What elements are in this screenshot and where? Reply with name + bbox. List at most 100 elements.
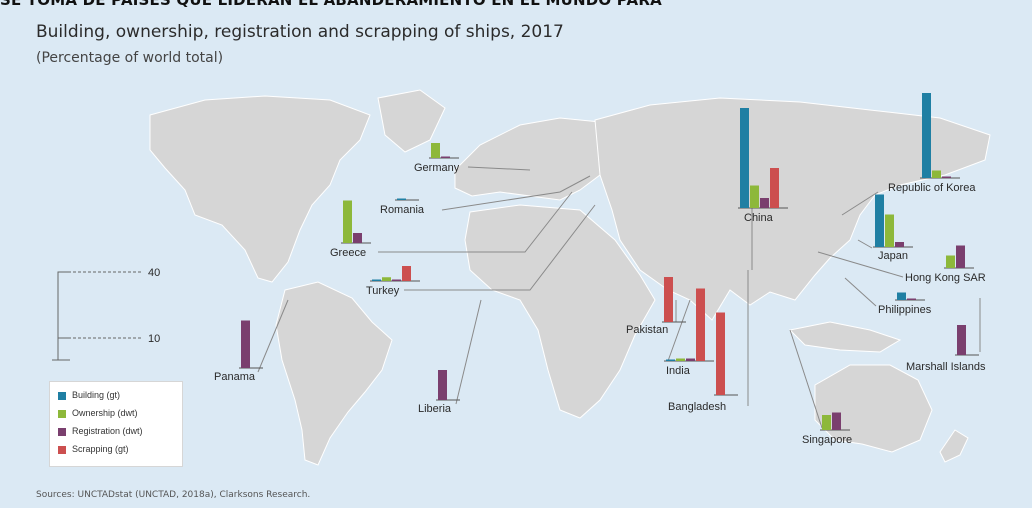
leader-line-germany bbox=[467, 166, 531, 171]
legend-item-registration: Registration (dwt) bbox=[58, 426, 143, 440]
scale-legend: 40 10 bbox=[52, 267, 160, 361]
bar-germany-registration bbox=[441, 156, 450, 158]
country-label-republic-of-korea: Republic of Korea bbox=[888, 182, 976, 194]
legend-swatch-registration bbox=[58, 427, 66, 436]
country-label-hong-kong-sar: Hong Kong SAR bbox=[905, 272, 986, 284]
country-label-pakistan: Pakistan bbox=[626, 324, 668, 336]
greenland-landmass bbox=[377, 89, 446, 153]
scale-bracket-10 bbox=[57, 337, 68, 360]
bar-turkey-registration bbox=[392, 279, 401, 281]
bar-liberia-registration bbox=[438, 370, 447, 400]
bar-greece-registration bbox=[353, 233, 362, 243]
bar-group-turkey: Turkey bbox=[366, 266, 420, 297]
bar-philippines-building bbox=[897, 292, 906, 300]
bar-china-ownership bbox=[750, 185, 759, 208]
bar-group-romania: Romania bbox=[380, 198, 425, 216]
country-label-bangladesh: Bangladesh bbox=[668, 401, 726, 413]
bar-bangladesh-scrapping bbox=[716, 312, 725, 395]
leader-line-panama bbox=[257, 299, 289, 373]
leader-line-hong-kong-sar bbox=[817, 251, 904, 278]
leader-line-japan bbox=[857, 239, 873, 249]
bar-group-pakistan: Pakistan bbox=[626, 277, 686, 336]
north-america-landmass bbox=[149, 95, 371, 283]
country-label-panama: Panama bbox=[214, 371, 256, 383]
leader-line-singapore bbox=[789, 329, 823, 429]
leader-line-romania bbox=[441, 175, 591, 211]
bar-group-hong-kong-sar: Hong Kong SAR bbox=[905, 245, 986, 284]
country-label-philippines: Philippines bbox=[878, 304, 932, 316]
bar-hong-kong-sar-ownership bbox=[946, 255, 955, 268]
bar-group-china: China bbox=[738, 108, 788, 224]
bar-germany-ownership bbox=[431, 143, 440, 158]
legend-swatch-ownership bbox=[58, 409, 66, 418]
bar-china-scrapping bbox=[770, 168, 779, 208]
bar-japan-registration bbox=[895, 242, 904, 247]
bar-turkey-scrapping bbox=[402, 266, 411, 281]
south-america-landmass bbox=[275, 281, 393, 466]
leader-line-liberia bbox=[455, 299, 482, 405]
asia-landmass bbox=[594, 97, 991, 321]
bar-india-registration bbox=[686, 358, 695, 361]
bar-group-liberia: Liberia bbox=[418, 370, 460, 415]
bar-republic-of-korea-ownership bbox=[932, 170, 941, 178]
country-label-china: China bbox=[744, 212, 774, 224]
country-label-turkey: Turkey bbox=[366, 285, 400, 297]
legend-label: Scrapping (gt) bbox=[72, 444, 129, 454]
bar-group-germany: Germany bbox=[414, 143, 460, 174]
leader-line-turkey bbox=[404, 204, 596, 291]
scale-tick-label-40: 40 bbox=[148, 267, 160, 279]
indonesia-landmass bbox=[788, 321, 902, 353]
bar-group-singapore: Singapore bbox=[802, 412, 852, 446]
bar-china-building bbox=[740, 108, 749, 208]
legend-label: Ownership (dwt) bbox=[72, 408, 138, 418]
bar-india-ownership bbox=[676, 358, 685, 361]
bar-group-panama: Panama bbox=[214, 320, 263, 383]
source-note: Sources: UNCTADstat (UNCTAD, 2018a), Cla… bbox=[36, 490, 311, 500]
top-banner: SE TOMA DE PAÍSES QUE LIDERAN EL ABANDER… bbox=[0, 0, 662, 9]
bar-group-marshall-islands: Marshall Islands bbox=[906, 325, 986, 373]
bar-japan-building bbox=[875, 194, 884, 247]
country-label-romania: Romania bbox=[380, 204, 425, 216]
leader-line-philippines bbox=[844, 277, 877, 307]
new-zealand-landmass bbox=[939, 429, 969, 463]
world-map bbox=[149, 89, 991, 466]
bar-singapore-ownership bbox=[822, 415, 831, 430]
bar-marshall-islands-registration bbox=[957, 325, 966, 355]
bar-group-philippines: Philippines bbox=[878, 292, 932, 316]
country-label-singapore: Singapore bbox=[802, 434, 852, 446]
bar-group-republic-of-korea: Republic of Korea bbox=[888, 93, 976, 194]
bar-japan-ownership bbox=[885, 214, 894, 247]
leader-line-greece bbox=[378, 191, 573, 253]
legend-item-ownership: Ownership (dwt) bbox=[58, 408, 138, 422]
leader-line-india bbox=[667, 299, 691, 362]
country-label-marshall-islands: Marshall Islands bbox=[906, 361, 986, 373]
scale-bracket-40 bbox=[57, 271, 68, 360]
bar-greece-ownership bbox=[343, 200, 352, 243]
bar-philippines-registration bbox=[907, 298, 916, 300]
country-label-germany: Germany bbox=[414, 162, 460, 174]
chart-title: Building, ownership, registration and sc… bbox=[36, 22, 564, 42]
chart-subtitle: (Percentage of world total) bbox=[36, 50, 224, 66]
bar-group-bangladesh: Bangladesh bbox=[668, 312, 738, 413]
leader-lines bbox=[257, 166, 981, 429]
bar-singapore-registration bbox=[832, 412, 841, 430]
country-label-india: India bbox=[666, 365, 691, 377]
legend-item-scrapping: Scrapping (gt) bbox=[58, 444, 129, 458]
country-label-greece: Greece bbox=[330, 247, 366, 259]
legend-label: Registration (dwt) bbox=[72, 426, 143, 436]
bar-hong-kong-sar-registration bbox=[956, 245, 965, 268]
legend-swatch-scrapping bbox=[58, 445, 66, 454]
scale-tick-label-10: 10 bbox=[148, 333, 160, 345]
bar-india-scrapping bbox=[696, 288, 705, 361]
legend-swatch-building bbox=[58, 391, 66, 400]
bar-turkey-building bbox=[372, 279, 381, 281]
bar-panama-registration bbox=[241, 320, 250, 368]
bar-group-india: India bbox=[664, 288, 714, 377]
europe-landmass bbox=[454, 117, 616, 201]
bar-group-japan: Japan bbox=[873, 194, 913, 262]
bar-group-greece: Greece bbox=[330, 200, 371, 259]
legend-item-building: Building (gt) bbox=[58, 390, 120, 404]
